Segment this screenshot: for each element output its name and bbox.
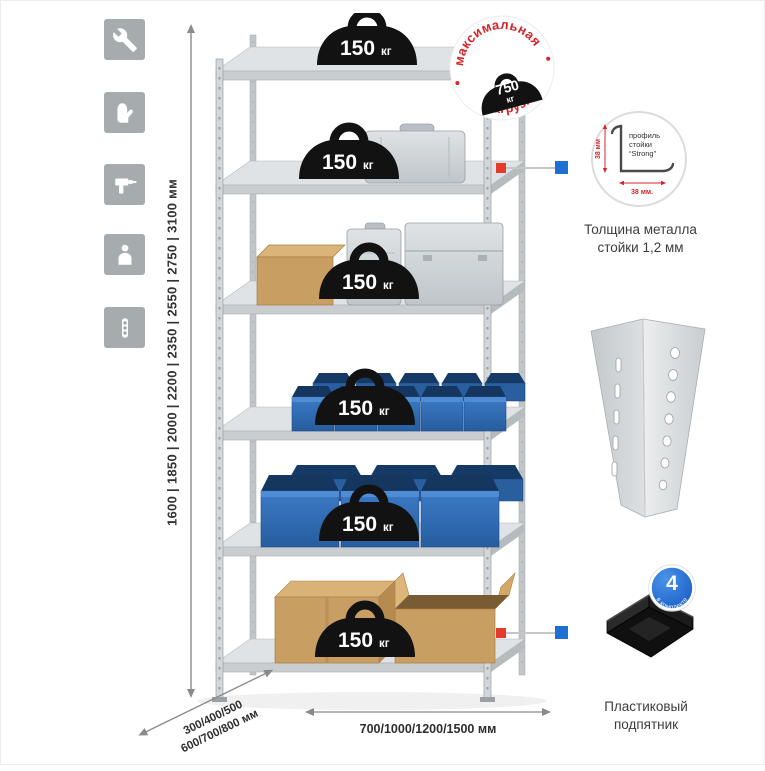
svg-text:750: 750 [494, 77, 521, 99]
svg-text:150: 150 [338, 629, 373, 652]
svg-text:кг: кг [383, 280, 394, 292]
width-dimension: 700/1000/1200/1500 мм [304, 705, 552, 736]
storage-bins-row-small [291, 373, 526, 432]
height-dimension-arrow [187, 24, 195, 698]
svg-text:150: 150 [322, 151, 357, 174]
aluminum-case-large [404, 222, 504, 306]
svg-text:150: 150 [338, 397, 373, 420]
profile-label: профиль стойки “Strong” [629, 131, 660, 158]
profile-cross-section [610, 124, 675, 173]
width-dimension-label: 700/1000/1200/1500 мм [359, 722, 497, 736]
svg-text:кг: кг [505, 93, 516, 105]
foot-caption: Пластиковый подпятник [604, 699, 688, 732]
profile-caption: Толщина металла стойки 1,2 мм [584, 222, 697, 255]
shelf-weight: 150 кг [319, 489, 419, 541]
max-load-stamp: максимальная нагрузка 750 кг [443, 9, 555, 122]
svg-text:“Strong”: “Strong” [629, 149, 657, 158]
shelf-weight: 150 кг [317, 13, 417, 65]
depth-dimension-arrow [138, 669, 274, 736]
blue-marker [555, 161, 568, 174]
person-icon [104, 234, 145, 275]
red-marker [496, 162, 506, 173]
leader-line-bottom [496, 626, 568, 639]
depth-dimension-label-2: 600/700/800 мм [179, 707, 261, 756]
corner-post-image [590, 318, 706, 518]
svg-text:кг: кг [381, 46, 392, 58]
depth-dimension: 300/400/500 600/700/800 мм [135, 664, 291, 771]
svg-text:150: 150 [342, 271, 377, 294]
rack-illustration: 150 кг 150 кг 150 кг 150 кг 150 кг 150 кг [197, 13, 547, 710]
svg-text:150: 150 [340, 37, 375, 60]
perforation-holes [611, 347, 680, 491]
shelf-weight: 150 кг [299, 127, 399, 179]
svg-text:кг: кг [379, 406, 390, 418]
red-marker [496, 627, 506, 638]
kit-count-badge: 4 в комплекте [648, 564, 696, 612]
svg-text:4: 4 [666, 572, 678, 595]
gloves-icon [104, 92, 145, 133]
shelf-weight: 150 кг [315, 605, 415, 657]
svg-text:кг: кг [379, 638, 390, 650]
profile-dimensions: 38 мм 38 мм. [595, 124, 666, 196]
svg-text:кг: кг [363, 160, 374, 172]
drill-icon [104, 164, 145, 205]
leader-line-top [496, 161, 568, 174]
svg-text:38 мм: 38 мм [595, 139, 602, 159]
shelf-weight: 150 кг [315, 373, 415, 425]
svg-text:кг: кг [383, 522, 394, 534]
svg-text:профиль: профиль [629, 131, 660, 140]
svg-text:150: 150 [342, 513, 377, 536]
profile-detail-circle: 38 мм 38 мм. профиль стойки “Strong” [591, 111, 687, 207]
blue-marker [555, 626, 568, 639]
wrench-icon [104, 19, 145, 60]
svg-text:38 мм.: 38 мм. [631, 189, 653, 196]
svg-text:стойки: стойки [629, 140, 652, 149]
floor-shadow [197, 692, 547, 710]
level-icon [104, 307, 145, 348]
height-dimension-label: 1600 | 1850 | 2000 | 2200 | 2350 | 2550 … [164, 178, 180, 527]
shelf-weight: 150 кг [319, 247, 419, 299]
plastic-foot-image [606, 594, 694, 658]
width-dimension-arrow [305, 708, 551, 716]
